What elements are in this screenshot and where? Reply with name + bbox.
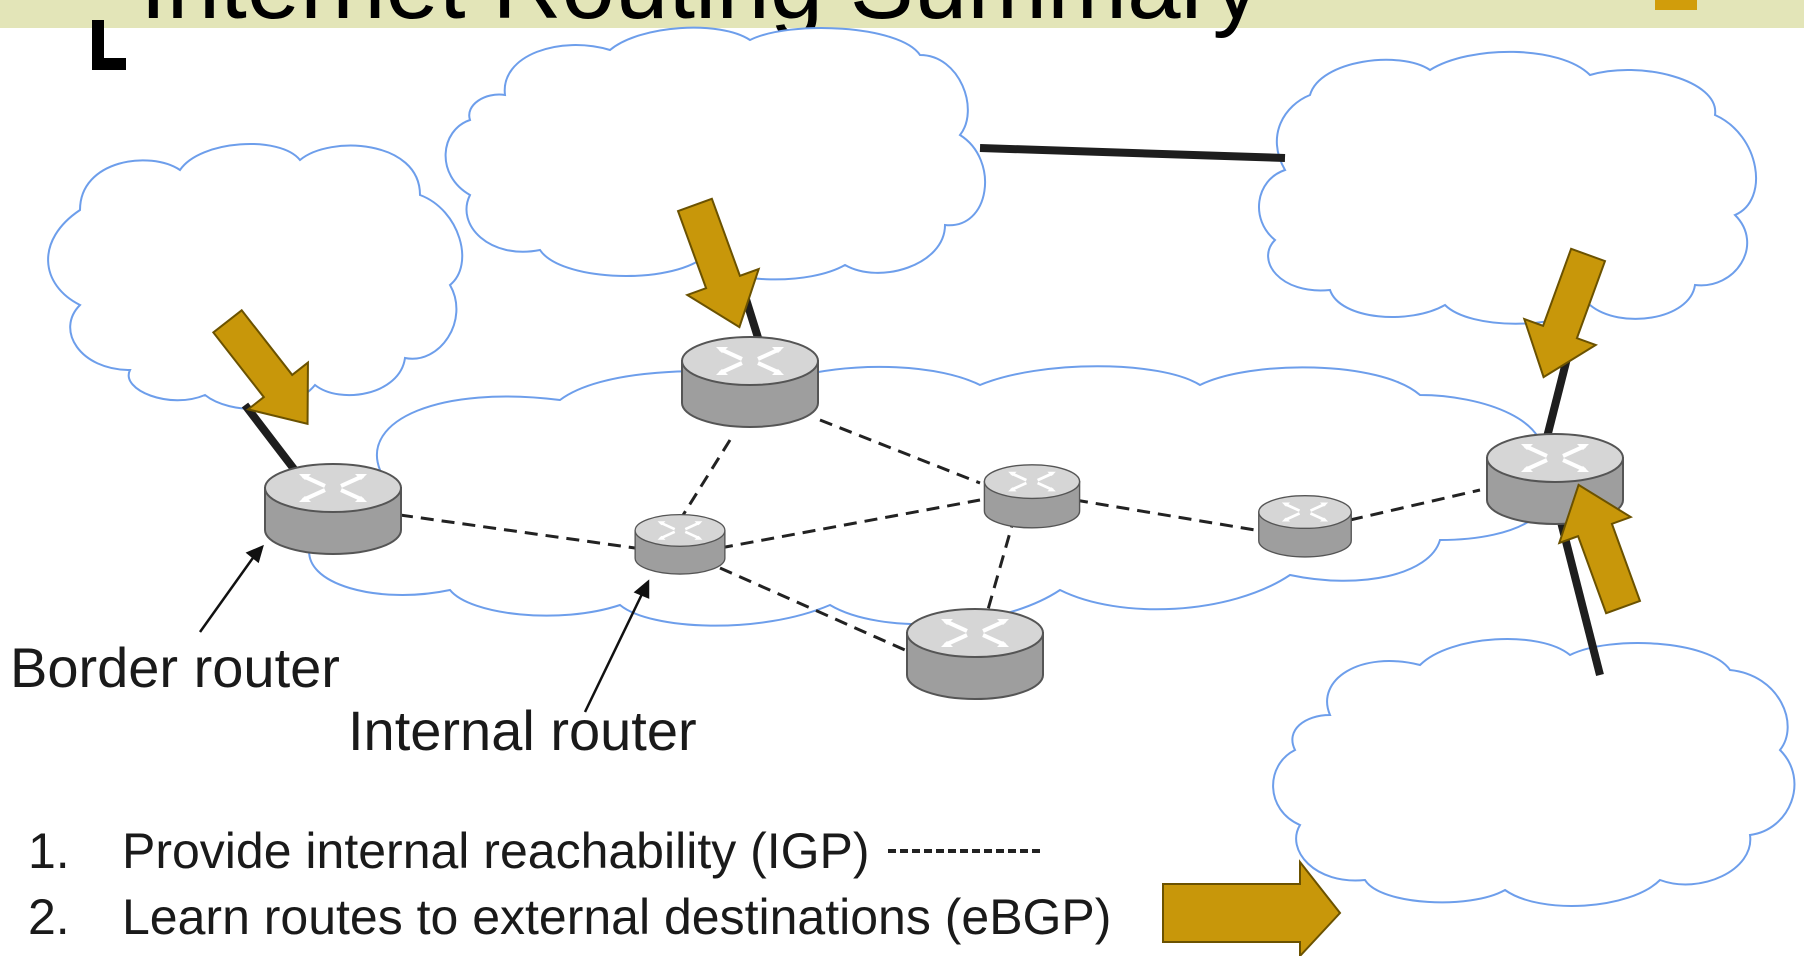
igp-link-3: [819, 418, 981, 485]
border-router-label: Border router: [10, 636, 340, 699]
cloud-bottom-right: [1272, 637, 1796, 908]
legend-arrow-icon: [1162, 859, 1342, 956]
title-accent: [1655, 0, 1697, 10]
igp-link-7: [1074, 498, 1256, 532]
title-band: [0, 0, 1804, 28]
cloud-top-right: [1258, 50, 1757, 325]
cloud-left: [47, 143, 464, 410]
list-item-number: 2.: [28, 889, 70, 945]
central-as-cloud: [284, 365, 1550, 627]
igp-link-1: [399, 513, 636, 550]
ebgp-link-top-clouds: [979, 144, 1286, 162]
internal-router-c: [1257, 494, 1353, 559]
ebgp-link-bottom-right: [1556, 517, 1604, 676]
list-item: 1. Provide internal reachability (IGP): [28, 818, 1111, 884]
summary-list: 1. Provide internal reachability (IGP) 2…: [28, 818, 1111, 950]
igp-link-6: [983, 514, 1017, 621]
list-item-text: Provide internal reachability (IGP): [122, 823, 870, 879]
internal-router-label: Internal router: [348, 699, 697, 762]
cloud-top: [444, 26, 986, 281]
internal-router-b: [983, 463, 1081, 530]
border-router-left: [263, 462, 403, 556]
internal-router-d: [905, 607, 1045, 701]
internal-router-pointer: [583, 591, 645, 713]
list-item-number: 1.: [28, 823, 70, 879]
internal-router-a: [633, 513, 727, 576]
igp-link-2: [678, 439, 732, 521]
title-bracket-foot: [92, 58, 126, 70]
list-item-text: Learn routes to external destinations (e…: [122, 889, 1112, 945]
list-item: 2. Learn routes to external destinations…: [28, 884, 1111, 950]
igp-link-5: [719, 566, 906, 652]
border-router-top: [680, 335, 820, 429]
igp-dashed-line-legend: [887, 849, 1040, 853]
igp-link-4: [719, 498, 981, 550]
title-bracket: [92, 20, 104, 70]
border-router-pointer: [198, 554, 257, 633]
igp-link-8: [1349, 488, 1481, 522]
